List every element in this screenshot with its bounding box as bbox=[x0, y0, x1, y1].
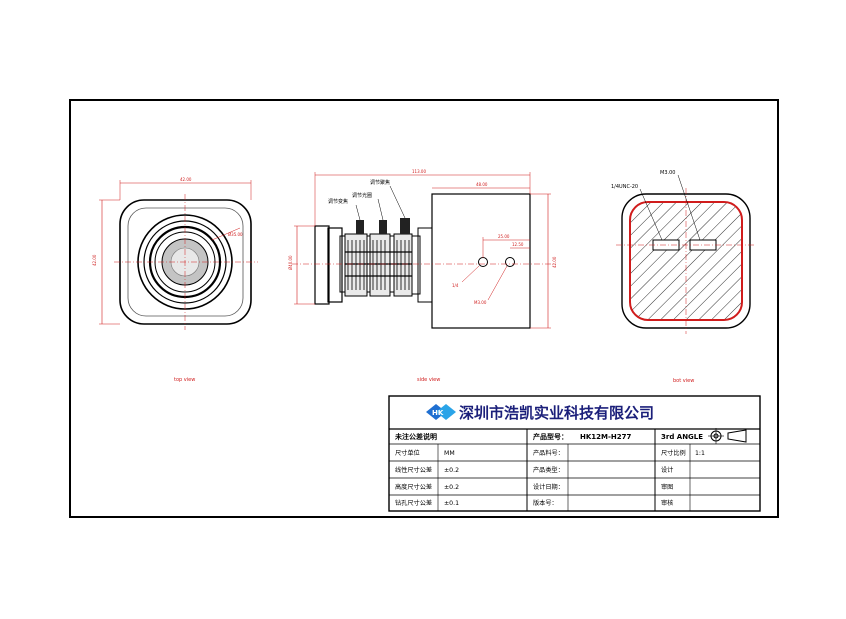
svg-text:HK: HK bbox=[432, 409, 444, 417]
left-row-2-label: 高度尺寸公差 bbox=[395, 483, 432, 491]
company-name: 深圳市浩凯实业科技有限公司 bbox=[459, 404, 654, 422]
side-view-label: side view bbox=[417, 377, 440, 383]
top-diameter-dim: Ø35.00 bbox=[228, 232, 243, 237]
side-body-dim: 48.00 bbox=[476, 182, 488, 187]
side-hole-callout: 1/4 bbox=[452, 283, 459, 288]
left-row-1-label: 线性尺寸公差 bbox=[395, 466, 432, 474]
left-row-0-value: MM bbox=[444, 450, 455, 457]
top-width-dim: 42.00 bbox=[180, 177, 192, 182]
bottom-right-callout: M3.00 bbox=[660, 170, 675, 176]
bottom-left-callout: 1/4UNC-20 bbox=[611, 184, 638, 190]
model-value: HK12M-H277 bbox=[580, 433, 631, 441]
zoom-callout: 调节变焦 bbox=[328, 198, 348, 205]
angle-header: 3rd ANGLE bbox=[661, 433, 703, 441]
side-hole-spacing-dim: 25.00 bbox=[498, 234, 510, 239]
side-front-dim: Ø40.00 bbox=[288, 255, 293, 270]
mid-row-0-label: 产品料号： bbox=[533, 449, 564, 457]
right-row-0-value: 1:1 bbox=[695, 450, 705, 457]
side-overall-dim: 113.00 bbox=[412, 169, 426, 174]
side-m3-callout: M3.00 bbox=[474, 300, 487, 305]
left-row-3-value: ±0.1 bbox=[444, 500, 459, 507]
bottom-view-label: bot view bbox=[673, 378, 694, 384]
left-row-3-label: 钻孔尺寸公差 bbox=[395, 499, 432, 507]
title-block: HK 深圳市浩凯实业科技有限公司 未注公差说明 尺寸单位 MM 线性尺寸公差 ±… bbox=[388, 395, 761, 512]
focus-callout: 调节聚焦 bbox=[370, 179, 390, 186]
right-row-2-label: 审图 bbox=[661, 483, 673, 491]
right-row-0-label: 尺寸比例 bbox=[661, 449, 686, 457]
left-row-1-value: ±0.2 bbox=[444, 467, 459, 474]
mid-row-3-label: 版本号： bbox=[533, 499, 558, 507]
top-view: 42.00 42.00 Ø35.00 bbox=[92, 177, 258, 330]
mid-row-2-label: 设计日期： bbox=[533, 483, 564, 491]
third-angle-projection-icon bbox=[708, 428, 747, 444]
bottom-view: 1/4UNC-20 M3.00 bbox=[611, 170, 756, 334]
iris-callout: 调节光圈 bbox=[352, 192, 372, 199]
left-row-0-label: 尺寸单位 bbox=[395, 449, 420, 457]
drawing-frame bbox=[69, 99, 779, 518]
tolerance-header: 未注公差说明 bbox=[395, 432, 437, 441]
side-view: 113.00 48.00 Ø40.00 25.00 12.50 42.00 调节… bbox=[288, 169, 557, 329]
right-row-1-label: 设计 bbox=[661, 466, 673, 474]
mid-row-1-label: 产品类型： bbox=[533, 466, 564, 474]
top-view-label: top view bbox=[174, 377, 195, 383]
side-hole-offset-dim: 12.50 bbox=[512, 242, 524, 247]
side-height-dim: 42.00 bbox=[552, 256, 557, 268]
right-row-3-label: 审核 bbox=[661, 499, 673, 507]
top-height-dim: 42.00 bbox=[92, 254, 97, 266]
hk-logo-icon: HK bbox=[426, 404, 456, 420]
left-row-2-value: ±0.2 bbox=[444, 484, 459, 491]
model-label: 产品型号： bbox=[533, 432, 568, 441]
